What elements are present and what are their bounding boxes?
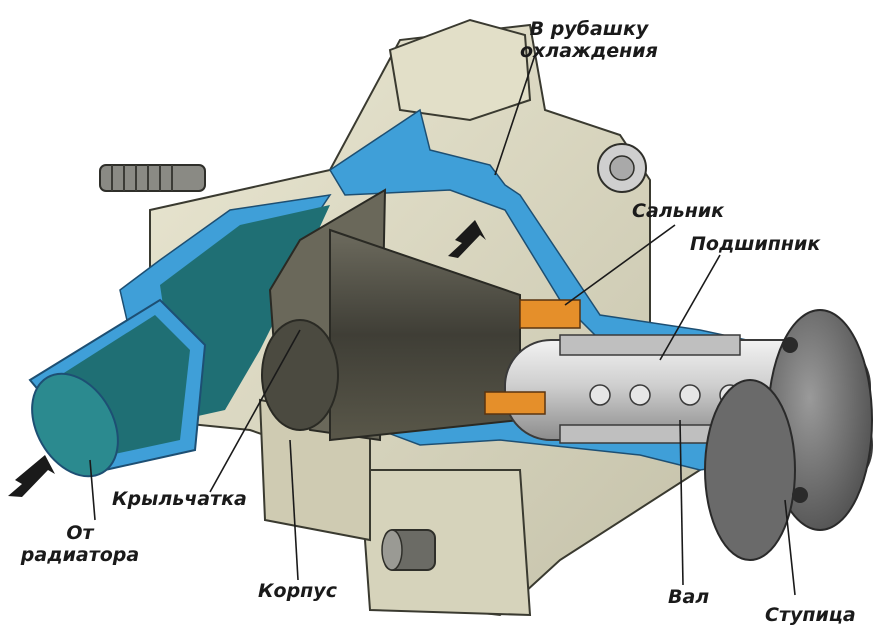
bearing — [559, 334, 741, 444]
label-impeller: Крыльчатка — [112, 488, 247, 510]
label-seal: Сальник — [632, 200, 725, 222]
impeller — [261, 188, 521, 442]
threaded-stud — [99, 164, 206, 192]
label-cooling-jacket-line2: охлаждения — [520, 40, 658, 62]
label-cooling-jacket: В рубашку охлаждения — [520, 18, 658, 62]
label-from-radiator-line2: радиатора — [20, 544, 140, 566]
leader-lines — [89, 54, 796, 596]
label-housing: Корпус — [258, 580, 337, 602]
inlet-pipe — [28, 298, 207, 478]
flow-arrow-icon — [448, 220, 486, 258]
flow-arrow-icon — [8, 455, 55, 497]
label-shaft: Вал — [668, 586, 710, 608]
label-cooling-jacket-line1: В рубашку — [529, 18, 649, 40]
seal — [484, 299, 581, 415]
label-from-radiator-line1: От — [66, 522, 94, 544]
label-from-radiator: От радиатора — [10, 522, 150, 566]
lower-stud — [381, 529, 436, 571]
label-bearing: Подшипник — [690, 233, 821, 255]
housing-bolt — [597, 143, 647, 193]
label-hub: Ступица — [765, 604, 856, 626]
hub — [704, 309, 873, 561]
